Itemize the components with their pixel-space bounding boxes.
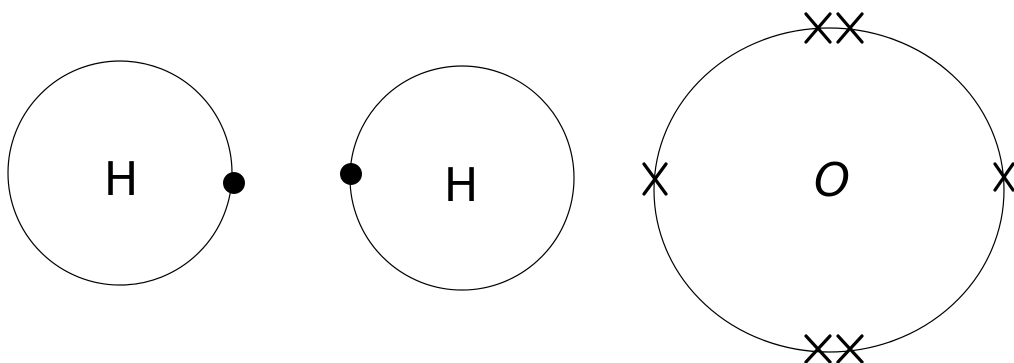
hydrogen-atom-left: H (7, 60, 245, 286)
oxygen-electron-cross-top-left (804, 12, 832, 44)
oxygen-electron-cross-top-right (836, 12, 864, 44)
hydrogen-electron-dot-right (340, 163, 362, 185)
oxygen-shell (653, 27, 1005, 353)
oxygen-electron-cross-right (993, 162, 1014, 192)
oxygen-electron-cross-bottom-right (836, 334, 864, 363)
oxygen-electron-cross-left (642, 162, 668, 196)
hydrogen-label-left: H (104, 152, 139, 206)
oxygen-label: O (814, 153, 850, 207)
oxygen-electron-cross-bottom-left (804, 334, 832, 363)
hydrogen-label-right: H (444, 158, 479, 212)
hydrogen-atom-right: H (340, 65, 575, 291)
oxygen-atom: O (642, 12, 1014, 363)
hydrogen-electron-dot-left (223, 172, 245, 194)
